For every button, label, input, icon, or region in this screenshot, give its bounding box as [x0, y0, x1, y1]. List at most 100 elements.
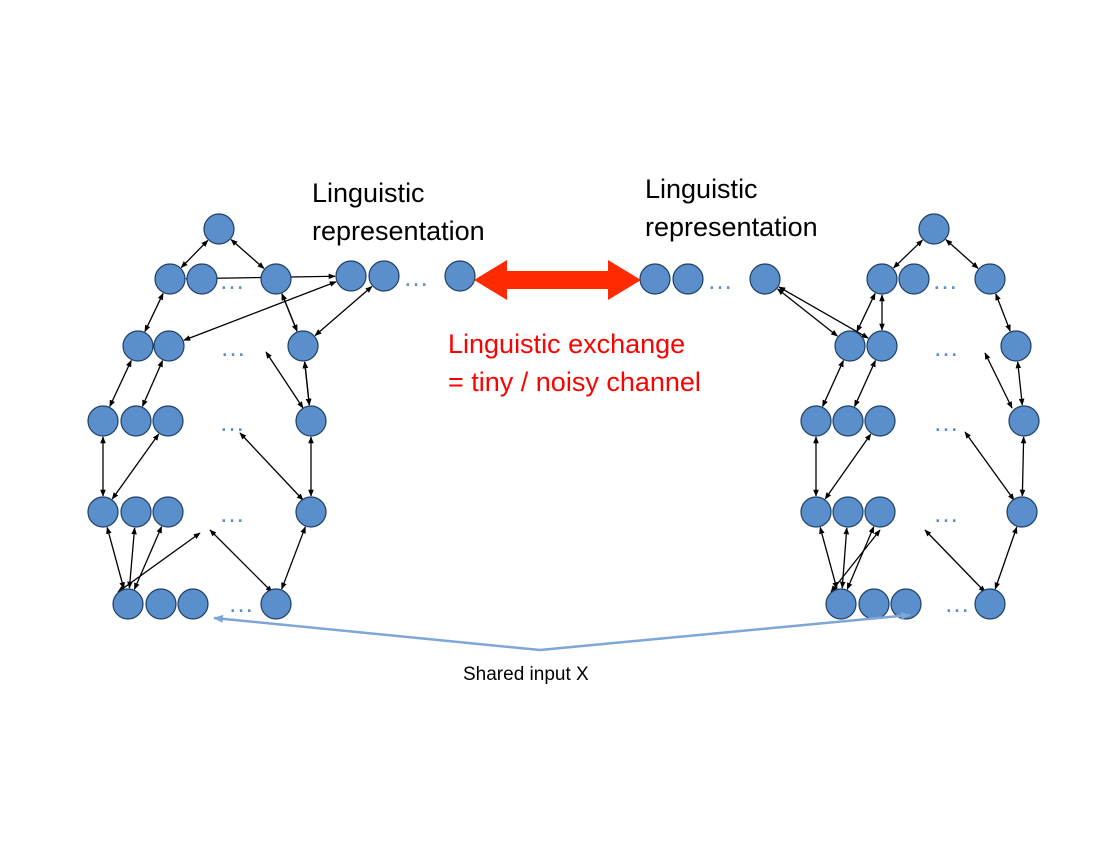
ellipsis-2: …: [219, 407, 245, 437]
right-node-r1: [639, 263, 671, 295]
right-edge-2: [856, 292, 876, 333]
left-node-f2: [145, 588, 177, 620]
left-edge-18: [302, 361, 312, 406]
right-node-d3: [864, 405, 896, 437]
ellipsis-4: …: [228, 588, 254, 618]
right-node-r2: [672, 263, 704, 295]
right-edge-13: [994, 526, 1018, 590]
left-edge-13: [281, 526, 306, 590]
left-edge-20: [265, 351, 304, 409]
left-repr-label-line2: representation: [312, 216, 485, 246]
right-node-d2: [832, 405, 864, 437]
ellipsis-5: …: [403, 262, 429, 292]
left-node-b2: [186, 263, 218, 295]
left-edge-21: [209, 529, 273, 593]
left-edge-1: [230, 239, 265, 269]
left-edge-2: [144, 292, 164, 333]
right-edge-11: [839, 527, 850, 589]
right-network-edges: [777, 239, 1027, 593]
left-node-c3: [287, 330, 319, 362]
right-edge-14: [777, 288, 838, 337]
right-edge-4: [822, 359, 844, 408]
ellipsis-1: …: [220, 332, 246, 362]
left-node-e3: [152, 496, 184, 528]
ellipsis-10: …: [944, 588, 970, 618]
right-node-b2: [898, 263, 930, 295]
exchange-label-line1: Linguistic exchange: [448, 329, 685, 359]
right-node-e1: [800, 496, 832, 528]
ellipsis-7: …: [933, 332, 959, 362]
right-node-f2: [858, 588, 890, 620]
left-node-d3: [152, 405, 184, 437]
left-node-c1: [122, 330, 154, 362]
left-node-e2: [120, 496, 152, 528]
left-edge-17: [281, 293, 298, 332]
left-edge-15: [314, 285, 373, 337]
right-edge-8: [824, 433, 872, 500]
right-edge-10: [819, 526, 838, 590]
right-node-e3: [864, 496, 896, 528]
left-repr-label-line1: Linguistic: [312, 178, 425, 208]
ellipsis-group: ………………………………: [219, 262, 970, 618]
left-node-f3: [177, 588, 209, 620]
ellipsis-9: …: [933, 498, 959, 528]
left-node-r2: [368, 260, 400, 292]
right-node-c2: [866, 330, 898, 362]
left-edge-11: [127, 527, 137, 589]
left-network-nodes: [87, 213, 476, 620]
right-edge-0: [893, 239, 923, 269]
right-node-c1: [834, 330, 866, 362]
right-edge-9: [1019, 436, 1027, 497]
right-edge-20: [830, 529, 881, 593]
left-node-f1: [112, 588, 144, 620]
left-edge-10: [106, 526, 125, 590]
right-node-b3: [974, 263, 1006, 295]
exchange-label-line2: = tiny / noisy channel: [448, 367, 701, 397]
left-edge-0: [180, 239, 209, 269]
right-edge-19: [924, 529, 986, 593]
shared-input-arrow: [213, 611, 911, 652]
left-edge-4: [109, 359, 132, 408]
ellipsis-3: …: [219, 498, 245, 528]
right-edge-15: [778, 286, 869, 339]
right-edge-18: [984, 352, 1013, 409]
right-node-b1: [866, 263, 898, 295]
left-node-d1: [87, 405, 119, 437]
left-edge-14: [183, 281, 337, 341]
left-edge-8: [111, 433, 160, 500]
right-node-d1: [800, 405, 832, 437]
left-edge-19: [239, 432, 304, 501]
left-node-b3: [260, 263, 292, 295]
right-node-f1: [825, 588, 857, 620]
right-node-d4: [1008, 405, 1040, 437]
right-edge-3: [995, 293, 1011, 332]
right-edge-17: [964, 431, 1015, 501]
left-node-f4: [260, 588, 292, 620]
left-node-d4: [295, 405, 327, 437]
right-node-f4: [974, 588, 1006, 620]
left-node-e4: [295, 496, 327, 528]
left-edge-5: [141, 360, 164, 407]
right-node-r3: [749, 263, 781, 295]
right-edge-1: [945, 239, 979, 269]
right-edge-12: [846, 526, 875, 590]
right-node-e4: [1006, 496, 1038, 528]
right-edge-6: [1015, 361, 1025, 406]
ellipsis-0: …: [219, 265, 245, 295]
left-edge-12: [133, 526, 163, 590]
exchange-arrow: [474, 260, 641, 300]
left-node-r1: [335, 260, 367, 292]
left-edge-22: [117, 532, 201, 593]
left-node-b1: [154, 263, 186, 295]
left-node-r3: [444, 260, 476, 292]
left-node-e1: [87, 496, 119, 528]
right-repr-label-line2: representation: [645, 212, 818, 242]
left-node-a1: [203, 213, 235, 245]
ellipsis-11: …: [707, 265, 733, 295]
right-network-nodes: [639, 213, 1040, 620]
right-edge-5: [854, 359, 876, 408]
right-node-a1: [918, 213, 950, 245]
left-node-c2: [153, 330, 185, 362]
right-node-c3: [1000, 330, 1032, 362]
